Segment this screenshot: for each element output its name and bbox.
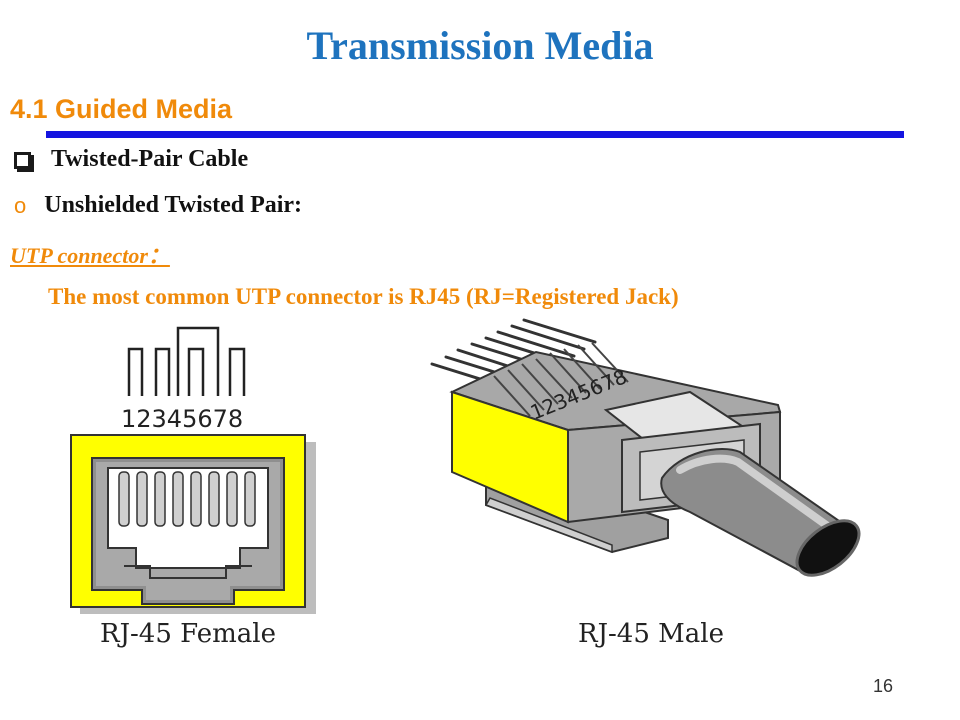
page-number: 16 bbox=[873, 676, 894, 696]
utp-connector-subheading: UTP connector： bbox=[10, 243, 170, 268]
circle-bullet-icon: o bbox=[14, 192, 27, 218]
slide-title: Transmission Media bbox=[306, 23, 654, 68]
rj45-female-figure: 12345678 bbox=[70, 326, 316, 614]
female-caption: RJ-45 Female bbox=[100, 619, 276, 649]
heading-rule bbox=[46, 131, 904, 138]
section-heading: 4.1 Guided Media bbox=[10, 94, 233, 124]
square-bullet-icon bbox=[14, 152, 31, 169]
bullet-twisted-pair: Twisted-Pair Cable bbox=[14, 146, 248, 173]
bullet-utp: o Unshielded Twisted Pair: bbox=[14, 192, 302, 219]
bullet-twisted-pair-text: Twisted-Pair Cable bbox=[51, 146, 249, 172]
rj45-male-figure: 12345678 bbox=[430, 318, 861, 577]
male-caption: RJ-45 Male bbox=[578, 619, 724, 649]
bullet-utp-text: Unshielded Twisted Pair: bbox=[44, 192, 303, 218]
rj45-description: The most common UTP connector is RJ45 (R… bbox=[48, 284, 679, 309]
female-pin-numbers: 12345678 bbox=[121, 405, 243, 433]
